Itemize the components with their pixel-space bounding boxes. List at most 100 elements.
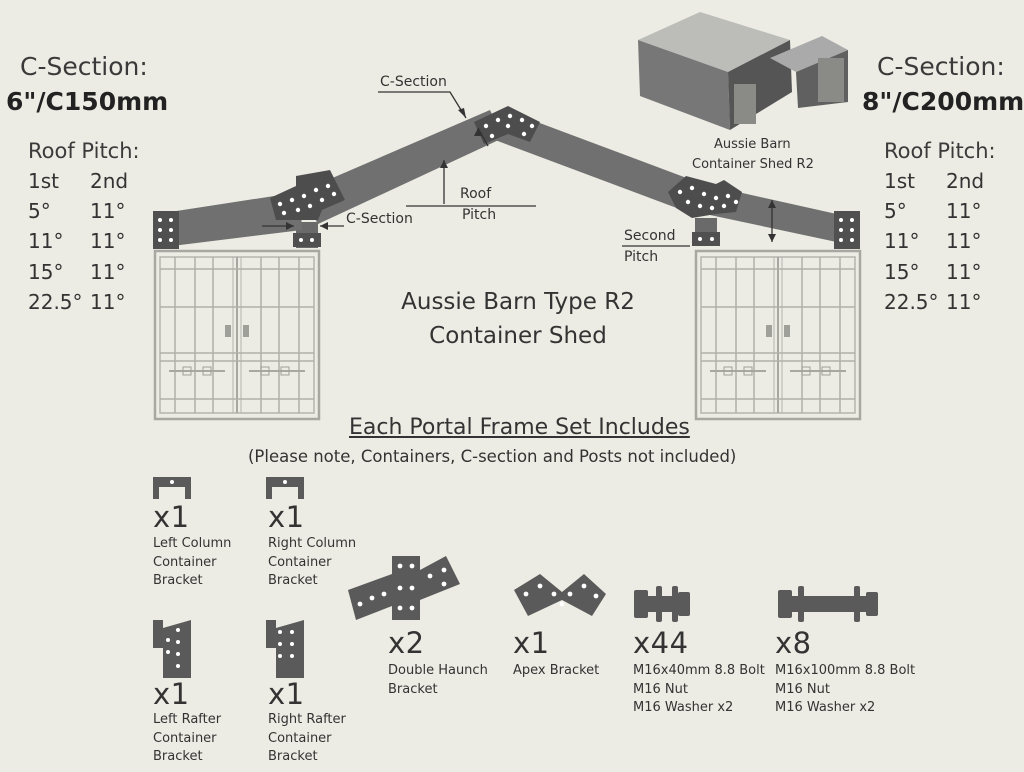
part-label-line: M16 Nut	[775, 681, 830, 697]
product-caption-line2: Container Shed R2	[692, 157, 814, 172]
left-pitch-row: 5° 11°	[28, 196, 128, 226]
part-label: Double Haunch Bracket	[388, 662, 488, 699]
apex-bracket-icon	[514, 574, 606, 616]
left-rafter-bracket-icon	[153, 620, 191, 678]
includes-heading: Each Portal Frame Set Includes	[349, 415, 690, 440]
shed-product-image	[638, 12, 848, 130]
right-pitch-table: 1st 2nd 5°11° 11°11° 15°11° 22.5°11°	[884, 166, 984, 317]
left-pitch-second: 11°	[90, 199, 126, 224]
right-pitch-first: 11°	[884, 229, 920, 254]
part-label-line: Right Column	[268, 536, 357, 551]
part-label-line: M16x40mm 8.8 Bolt	[633, 663, 765, 678]
right-pitch-header: 1st 2nd	[884, 166, 984, 196]
right-roof-pitch-label: Roof Pitch:	[884, 139, 996, 163]
left-pitch-first: 5°	[28, 199, 51, 224]
right-col2-header: 2nd	[946, 169, 985, 193]
csection-mid-callout: C-Section	[346, 211, 413, 227]
left-container	[153, 249, 321, 421]
part-label-line: M16 Washer x2	[775, 700, 876, 715]
part-qty: x1	[153, 500, 190, 534]
part-label-line: Right Rafter	[268, 712, 346, 727]
part-label-line: Apex Bracket	[513, 663, 600, 678]
part-label-line: M16x100mm 8.8 Bolt	[775, 663, 916, 678]
left-post-bracket	[293, 233, 321, 247]
left-col2-header: 2nd	[90, 169, 129, 193]
right-pitch-first: 15°	[884, 259, 920, 284]
left-pitch-row: 11°11°	[28, 226, 128, 256]
right-container	[694, 249, 862, 421]
right-main-rafter	[495, 110, 700, 213]
right-pitch-row: 15° 11°	[884, 257, 984, 287]
second-callout: Second	[624, 228, 676, 244]
right-column-bracket-icon	[266, 477, 304, 499]
roof-callout: Roof	[460, 186, 492, 202]
left-pitch-row: 22.5°11°	[28, 287, 128, 317]
right-outer-rafter	[710, 188, 850, 244]
left-pitch-second: 11°	[90, 289, 126, 314]
right-pitch-first: 22.5°	[884, 289, 939, 314]
product-caption-line1: Aussie Barn	[714, 137, 791, 152]
right-haunch-bracket	[668, 176, 742, 218]
part-label-line: Left Column	[153, 536, 232, 551]
left-pitch-second: 11°	[90, 259, 126, 284]
left-pitch-header: 1st 2nd	[28, 166, 128, 196]
part-label: Right Rafter Container Bracket	[268, 711, 346, 767]
left-column-bracket-icon	[153, 477, 191, 499]
part-label: M16x40mm 8.8 Bolt M16 Nut M16 Washer x2	[633, 662, 765, 718]
right-pitch-second: 11°	[946, 289, 982, 314]
right-pitch-row: 22.5° 11°	[884, 287, 984, 317]
left-col1-header: 1st	[28, 169, 59, 193]
part-label-line: Bracket	[153, 749, 203, 764]
part-label-line: Container	[153, 730, 217, 746]
includes-note: (Please note, Containers, C-section and …	[248, 447, 737, 466]
left-pitch-second: 11°	[90, 229, 126, 254]
part-label-line: Double Haunch	[388, 663, 488, 678]
left-pitch-row: 15° 11°	[28, 257, 128, 287]
part-label-line: Container	[268, 730, 332, 746]
right-pitch-first: 5°	[884, 199, 907, 224]
right-pitch-second: 11°	[946, 229, 982, 254]
part-qty: x1	[268, 500, 305, 534]
left-csection-label: C-Section:	[20, 52, 148, 81]
diagram-title-line1: Aussie Barn Type R2	[401, 289, 635, 315]
right-csection-size: 8"/C200mm	[862, 87, 1024, 116]
part-label-line: Container	[268, 554, 332, 570]
part-qty: x1	[513, 626, 550, 660]
pitch-callout: Pitch	[462, 207, 497, 223]
double-haunch-bracket-icon	[348, 556, 460, 620]
left-outer-rafter	[170, 192, 302, 246]
right-pitch-row: 11° 11°	[884, 226, 984, 256]
part-qty: x8	[775, 626, 812, 660]
part-label: Apex Bracket	[513, 662, 599, 681]
callout-arrowheads	[286, 108, 776, 242]
part-qty: x1	[153, 677, 190, 711]
right-rafter-bracket-icon	[266, 620, 304, 678]
apex-bracket	[474, 106, 540, 144]
right-col1-header: 1st	[884, 169, 915, 193]
part-label-line: M16 Nut	[633, 681, 688, 697]
right-pitch-row: 5°11°	[884, 196, 984, 226]
part-label: Left Column Container Bracket	[153, 535, 231, 591]
left-csection-size: 6"/C150mm	[6, 87, 169, 116]
part-qty: x1	[268, 677, 305, 711]
part-label-line: Bracket	[268, 573, 318, 588]
part-label: Right Column Container Bracket	[268, 535, 356, 591]
part-qty: x44	[633, 626, 689, 660]
part-label: Left Rafter Container Bracket	[153, 711, 221, 767]
part-label-line: M16 Washer x2	[633, 700, 734, 715]
right-post-bracket	[692, 232, 720, 246]
part-qty: x2	[388, 626, 425, 660]
left-column-bracket	[153, 211, 179, 249]
part-label-line: Left Rafter	[153, 712, 222, 727]
left-pitch-table: 1st 2nd 5°11° 11°11° 15°11° 22.5°11°	[28, 166, 128, 317]
diagram-title-line2: Container Shed	[429, 323, 607, 349]
part-label-line: Container	[153, 554, 217, 570]
left-pitch-first: 15°	[28, 259, 64, 284]
part-label-line: Bracket	[388, 681, 438, 697]
left-roof-pitch-label: Roof Pitch:	[28, 139, 140, 163]
second-pitch-callout: Pitch	[624, 249, 659, 265]
right-column-bracket	[834, 211, 860, 249]
right-pitch-second: 11°	[946, 259, 982, 284]
